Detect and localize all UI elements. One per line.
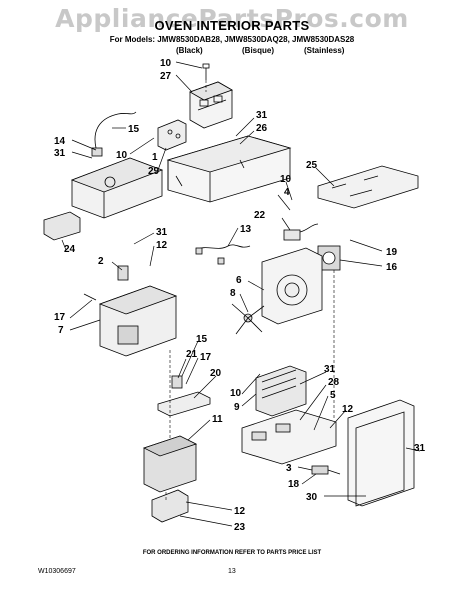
- callout-31: 31: [256, 110, 268, 121]
- callout-21: 21: [186, 349, 198, 360]
- part-11-hv-capacitor: [142, 435, 198, 493]
- callout-2: 2: [98, 256, 104, 267]
- callout-24: 24: [64, 244, 76, 255]
- callout-31: 31: [54, 148, 66, 159]
- callout-8: 8: [230, 288, 236, 299]
- callout-7: 7: [58, 325, 64, 336]
- variant-bisque: (Bisque): [242, 46, 274, 55]
- callout-30: 30: [306, 492, 318, 503]
- part-1-plate: [157, 119, 187, 151]
- part-18-diode: [311, 465, 341, 475]
- callout-15: 15: [128, 124, 140, 135]
- callout-4: 4: [284, 187, 290, 198]
- callout-16: 16: [386, 262, 398, 273]
- callout-15: 15: [196, 334, 208, 345]
- part-26-vent-duct: [166, 135, 292, 203]
- callout-5: 5: [330, 390, 336, 401]
- part-14-thermal-cutout: [91, 111, 137, 157]
- callout-17: 17: [54, 312, 66, 323]
- part-7-stirrer-assembly: [83, 285, 178, 357]
- variant-stainless: (Stainless): [304, 46, 345, 55]
- alignment-lines: [165, 80, 335, 500]
- callout-22: 22: [254, 210, 266, 221]
- callout-14: 14: [54, 136, 66, 147]
- callout-12: 12: [342, 404, 354, 415]
- watermark: AppliancePartsPros.com: [55, 4, 409, 33]
- callout-6: 6: [236, 275, 242, 286]
- leader-lines: [61, 61, 421, 527]
- page-title: OVEN INTERIOR PARTS: [154, 18, 310, 33]
- callout-12: 12: [234, 506, 246, 517]
- callout-3: 3: [286, 463, 292, 474]
- callout-31: 31: [414, 443, 426, 454]
- callout-18: 18: [288, 479, 300, 490]
- part-13-wire-harness: [195, 244, 251, 265]
- part-23-bracket: [151, 489, 189, 523]
- part-6-blower-housing: [261, 247, 323, 325]
- part-20-bracket: [157, 375, 211, 417]
- callout-19: 19: [386, 247, 398, 258]
- callout-29: 29: [148, 166, 160, 177]
- callout-11: 11: [212, 414, 223, 425]
- part-9-transformer: [255, 365, 307, 417]
- callout-17: 17: [200, 352, 212, 363]
- part-22-sensor: [283, 223, 319, 241]
- part-25-vent-plate: [317, 165, 419, 209]
- part-24-bracket: [43, 211, 81, 241]
- models-line: For Models: JMW8530DAB28, JMW8530DAQ28, …: [109, 35, 355, 44]
- callout-labels: 10 27 15 14 31 10 1 29 31 26 25 10 4 22 …: [54, 58, 426, 533]
- callout-31: 31: [324, 364, 336, 375]
- part-16-fan-motor: [317, 245, 341, 271]
- callout-23: 23: [234, 522, 246, 533]
- ordering-note: FOR ORDERING INFORMATION REFER TO PARTS …: [142, 550, 322, 556]
- callout-13: 13: [240, 224, 252, 235]
- document-code: W10306697: [38, 568, 76, 575]
- callout-10: 10: [116, 150, 128, 161]
- callout-20: 20: [210, 368, 222, 379]
- page-number: 13: [228, 568, 236, 575]
- callout-9: 9: [234, 402, 240, 413]
- part-27-bracket: [189, 81, 233, 129]
- callout-25: 25: [306, 160, 318, 171]
- part-29-cavity-plate: [70, 157, 164, 219]
- part-8-fan-blade: [231, 303, 265, 335]
- callout-10: 10: [160, 58, 172, 69]
- callout-1: 1: [152, 152, 158, 163]
- part-30-cover-panel: [347, 399, 415, 507]
- callout-10: 10: [280, 174, 292, 185]
- callout-27: 27: [160, 71, 172, 82]
- callout-26: 26: [256, 123, 268, 134]
- callout-10: 10: [230, 388, 242, 399]
- callout-31: 31: [156, 227, 168, 238]
- callout-12: 12: [156, 240, 168, 251]
- part-28-base-plate: [241, 409, 337, 465]
- callout-28: 28: [328, 377, 340, 388]
- part-2-bracket: [117, 265, 129, 281]
- part-10-screw-top: [202, 63, 210, 80]
- variant-black: (Black): [176, 46, 203, 55]
